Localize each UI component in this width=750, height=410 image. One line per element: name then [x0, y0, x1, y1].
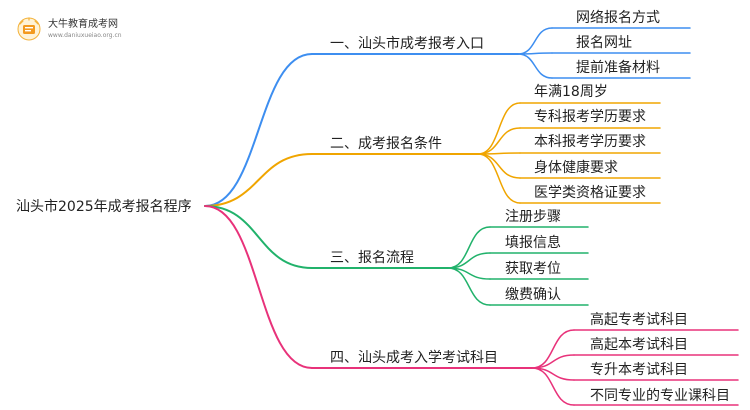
site-logo[interactable]: 大牛教育成考网 www.daniuxueiao.org.cn	[14, 14, 122, 44]
branch-label-entry[interactable]: 一、汕头市成考报考入口	[330, 35, 484, 52]
leaf-label[interactable]: 高起专考试科目	[590, 311, 688, 328]
link-root-branch	[204, 53, 313, 207]
leaf-label[interactable]: 填报信息	[505, 234, 561, 251]
leaf-label[interactable]: 缴费确认	[505, 287, 561, 303]
leaf-label[interactable]: 不同专业的专业课科目	[590, 388, 730, 404]
link-branch-leaf	[447, 226, 491, 269]
leaf-label[interactable]: 身体健康要求	[534, 159, 618, 176]
leaf-label[interactable]: 专升本考试科目	[590, 362, 688, 378]
link-branch-leaf	[517, 27, 553, 55]
branch-label-subjects[interactable]: 四、汕头成考入学考试科目	[330, 350, 498, 366]
link-branch-leaf	[477, 127, 521, 155]
link-root-branch	[204, 153, 313, 207]
link-branch-leaf	[517, 53, 553, 79]
leaf-label[interactable]: 提前准备材料	[576, 59, 660, 76]
branch-node-conditions: 二、成考报名条件 年满18周岁 专科报考学历要求 本科报考学历要求 身体健康要求…	[330, 84, 646, 201]
leaf-label[interactable]: 网络报名方式	[576, 10, 660, 26]
branch-node-entry: 一、汕头市成考报考入口 网络报名方式 报名网址 提前准备材料	[330, 10, 660, 76]
link-branch-leaf	[531, 367, 575, 406]
branch-label-process[interactable]: 三、报名流程	[330, 250, 414, 266]
link-branch-leaf	[447, 267, 491, 306]
leaf-label[interactable]: 本科报考学历要求	[534, 134, 646, 150]
leaf-label[interactable]: 医学类资格证要求	[534, 185, 646, 201]
logo-badge-icon	[14, 14, 44, 44]
branch-node-process: 三、报名流程 注册步骤 填报信息 获取考位 缴费确认	[330, 209, 561, 303]
leaf-label[interactable]: 报名网址	[576, 35, 632, 51]
branch-label-conditions[interactable]: 二、成考报名条件	[330, 135, 442, 152]
link-root-branch	[204, 205, 313, 369]
leaf-label[interactable]: 高起本考试科目	[590, 336, 688, 353]
logo-title: 大牛教育成考网	[48, 18, 118, 30]
link-branch-leaf	[447, 252, 491, 269]
branch-node-subjects: 四、汕头成考入学考试科目 高起专考试科目 高起本考试科目 专升本考试科目 不同专…	[330, 311, 730, 404]
leaf-label[interactable]: 专科报考学历要求	[534, 109, 646, 125]
link-branch-leaf	[477, 153, 521, 179]
root-node-label[interactable]: 汕头市2025年成考报名程序	[16, 198, 192, 215]
leaf-label[interactable]: 获取考位	[505, 261, 561, 277]
leaf-label[interactable]: 注册步骤	[505, 209, 561, 225]
mind-map-links	[204, 27, 739, 406]
leaf-label[interactable]: 年满18周岁	[534, 84, 608, 100]
link-root-branch	[204, 205, 313, 269]
link-branch-leaf	[477, 153, 521, 204]
logo-url: www.daniuxueiao.org.cn	[48, 31, 122, 39]
